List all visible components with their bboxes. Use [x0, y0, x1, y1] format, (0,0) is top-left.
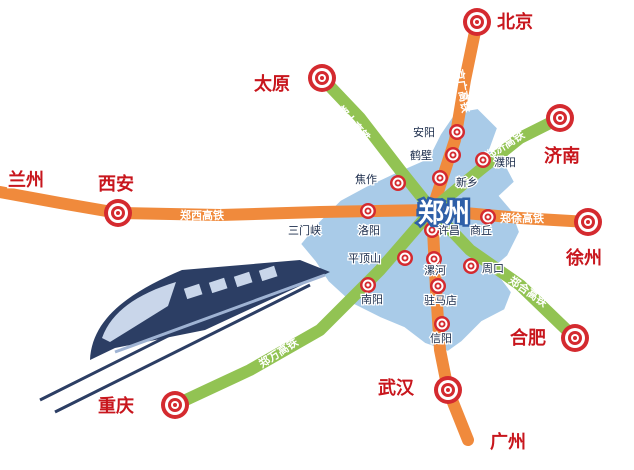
town-label-zhumadian: 驻马店 — [424, 293, 457, 307]
target-icon-jiaozuo — [390, 175, 406, 191]
town-label-anyang: 安阳 — [413, 125, 435, 139]
target-icon-xian — [104, 199, 132, 227]
town-label-zhoukou: 周口 — [482, 262, 504, 275]
town-label-xinxiang: 新乡 — [456, 175, 478, 189]
target-icon-xinyang — [434, 316, 450, 332]
train-icon — [39, 260, 330, 414]
target-icon-jinan — [546, 104, 574, 132]
target-icon-chongqing — [161, 391, 189, 419]
city-label-hefei: 合肥 — [510, 327, 546, 349]
town-label-sanmenxia: 三门峡 — [288, 223, 321, 237]
target-icon-taiyuan — [308, 64, 336, 92]
target-icon-hefei — [561, 324, 589, 352]
town-label-jiaozuo: 焦作 — [355, 173, 377, 186]
city-label-chongqing: 重庆 — [98, 395, 134, 417]
city-label-xian: 西安 — [98, 173, 134, 195]
line-taiyuan — [316, 72, 438, 216]
target-icon-beijing — [463, 8, 491, 36]
route-label-zhengwan: 郑万高铁 — [256, 335, 301, 371]
target-icon-shangqiu — [480, 209, 496, 225]
target-icon-nanyang — [360, 277, 376, 293]
route-label-zhenghe: 郑合高铁 — [506, 273, 550, 310]
line-xian — [0, 186, 438, 221]
target-icon-pingdingshan — [397, 250, 413, 266]
target-icon-xuzhou — [574, 208, 602, 236]
line-xuzhou — [426, 204, 594, 228]
target-icon-anyang — [449, 124, 465, 140]
line-hefei — [426, 204, 581, 344]
town-label-shangqiu: 商丘 — [470, 223, 492, 237]
route-label-zhengxu: 郑徐高铁 — [500, 211, 544, 225]
target-icon-wuhan — [434, 376, 462, 404]
line-jinan — [426, 112, 566, 216]
city-label-beijing: 北京 — [497, 11, 533, 33]
target-icon-hebi — [445, 147, 461, 163]
town-label-luoyang: 洛阳 — [358, 223, 380, 237]
town-label-puyang: 濮阳 — [494, 155, 516, 169]
town-label-xuchang: 许昌 — [438, 224, 460, 237]
town-label-xinyang: 信阳 — [430, 332, 452, 345]
town-label-luohe: 漯河 — [424, 264, 446, 277]
target-icon-zhoukou — [463, 258, 479, 274]
city-label-taiyuan: 太原 — [254, 73, 290, 95]
city-label-wuhan: 武汉 — [378, 378, 415, 399]
route-label-zhengxi: 郑西高铁 — [180, 208, 224, 222]
town-label-pingdingshan: 平顶山 — [348, 252, 381, 265]
hub-label: 郑州 — [418, 199, 470, 229]
town-label-hebi: 鹤壁 — [410, 148, 432, 162]
city-label-lanzhou: 兰州 — [8, 169, 44, 191]
city-label-xuzhou: 徐州 — [565, 247, 602, 269]
line-chongqing — [169, 204, 438, 411]
city-label-jinan: 济南 — [544, 145, 580, 167]
target-icon-puyang — [475, 152, 491, 168]
target-icon-xinxiang — [432, 170, 448, 186]
town-label-nanyang: 南阳 — [361, 293, 383, 306]
city-label-guangzhou: 广州 — [490, 431, 526, 453]
target-icon-luoyang — [360, 203, 376, 219]
target-icon-zhumadian — [430, 278, 446, 294]
